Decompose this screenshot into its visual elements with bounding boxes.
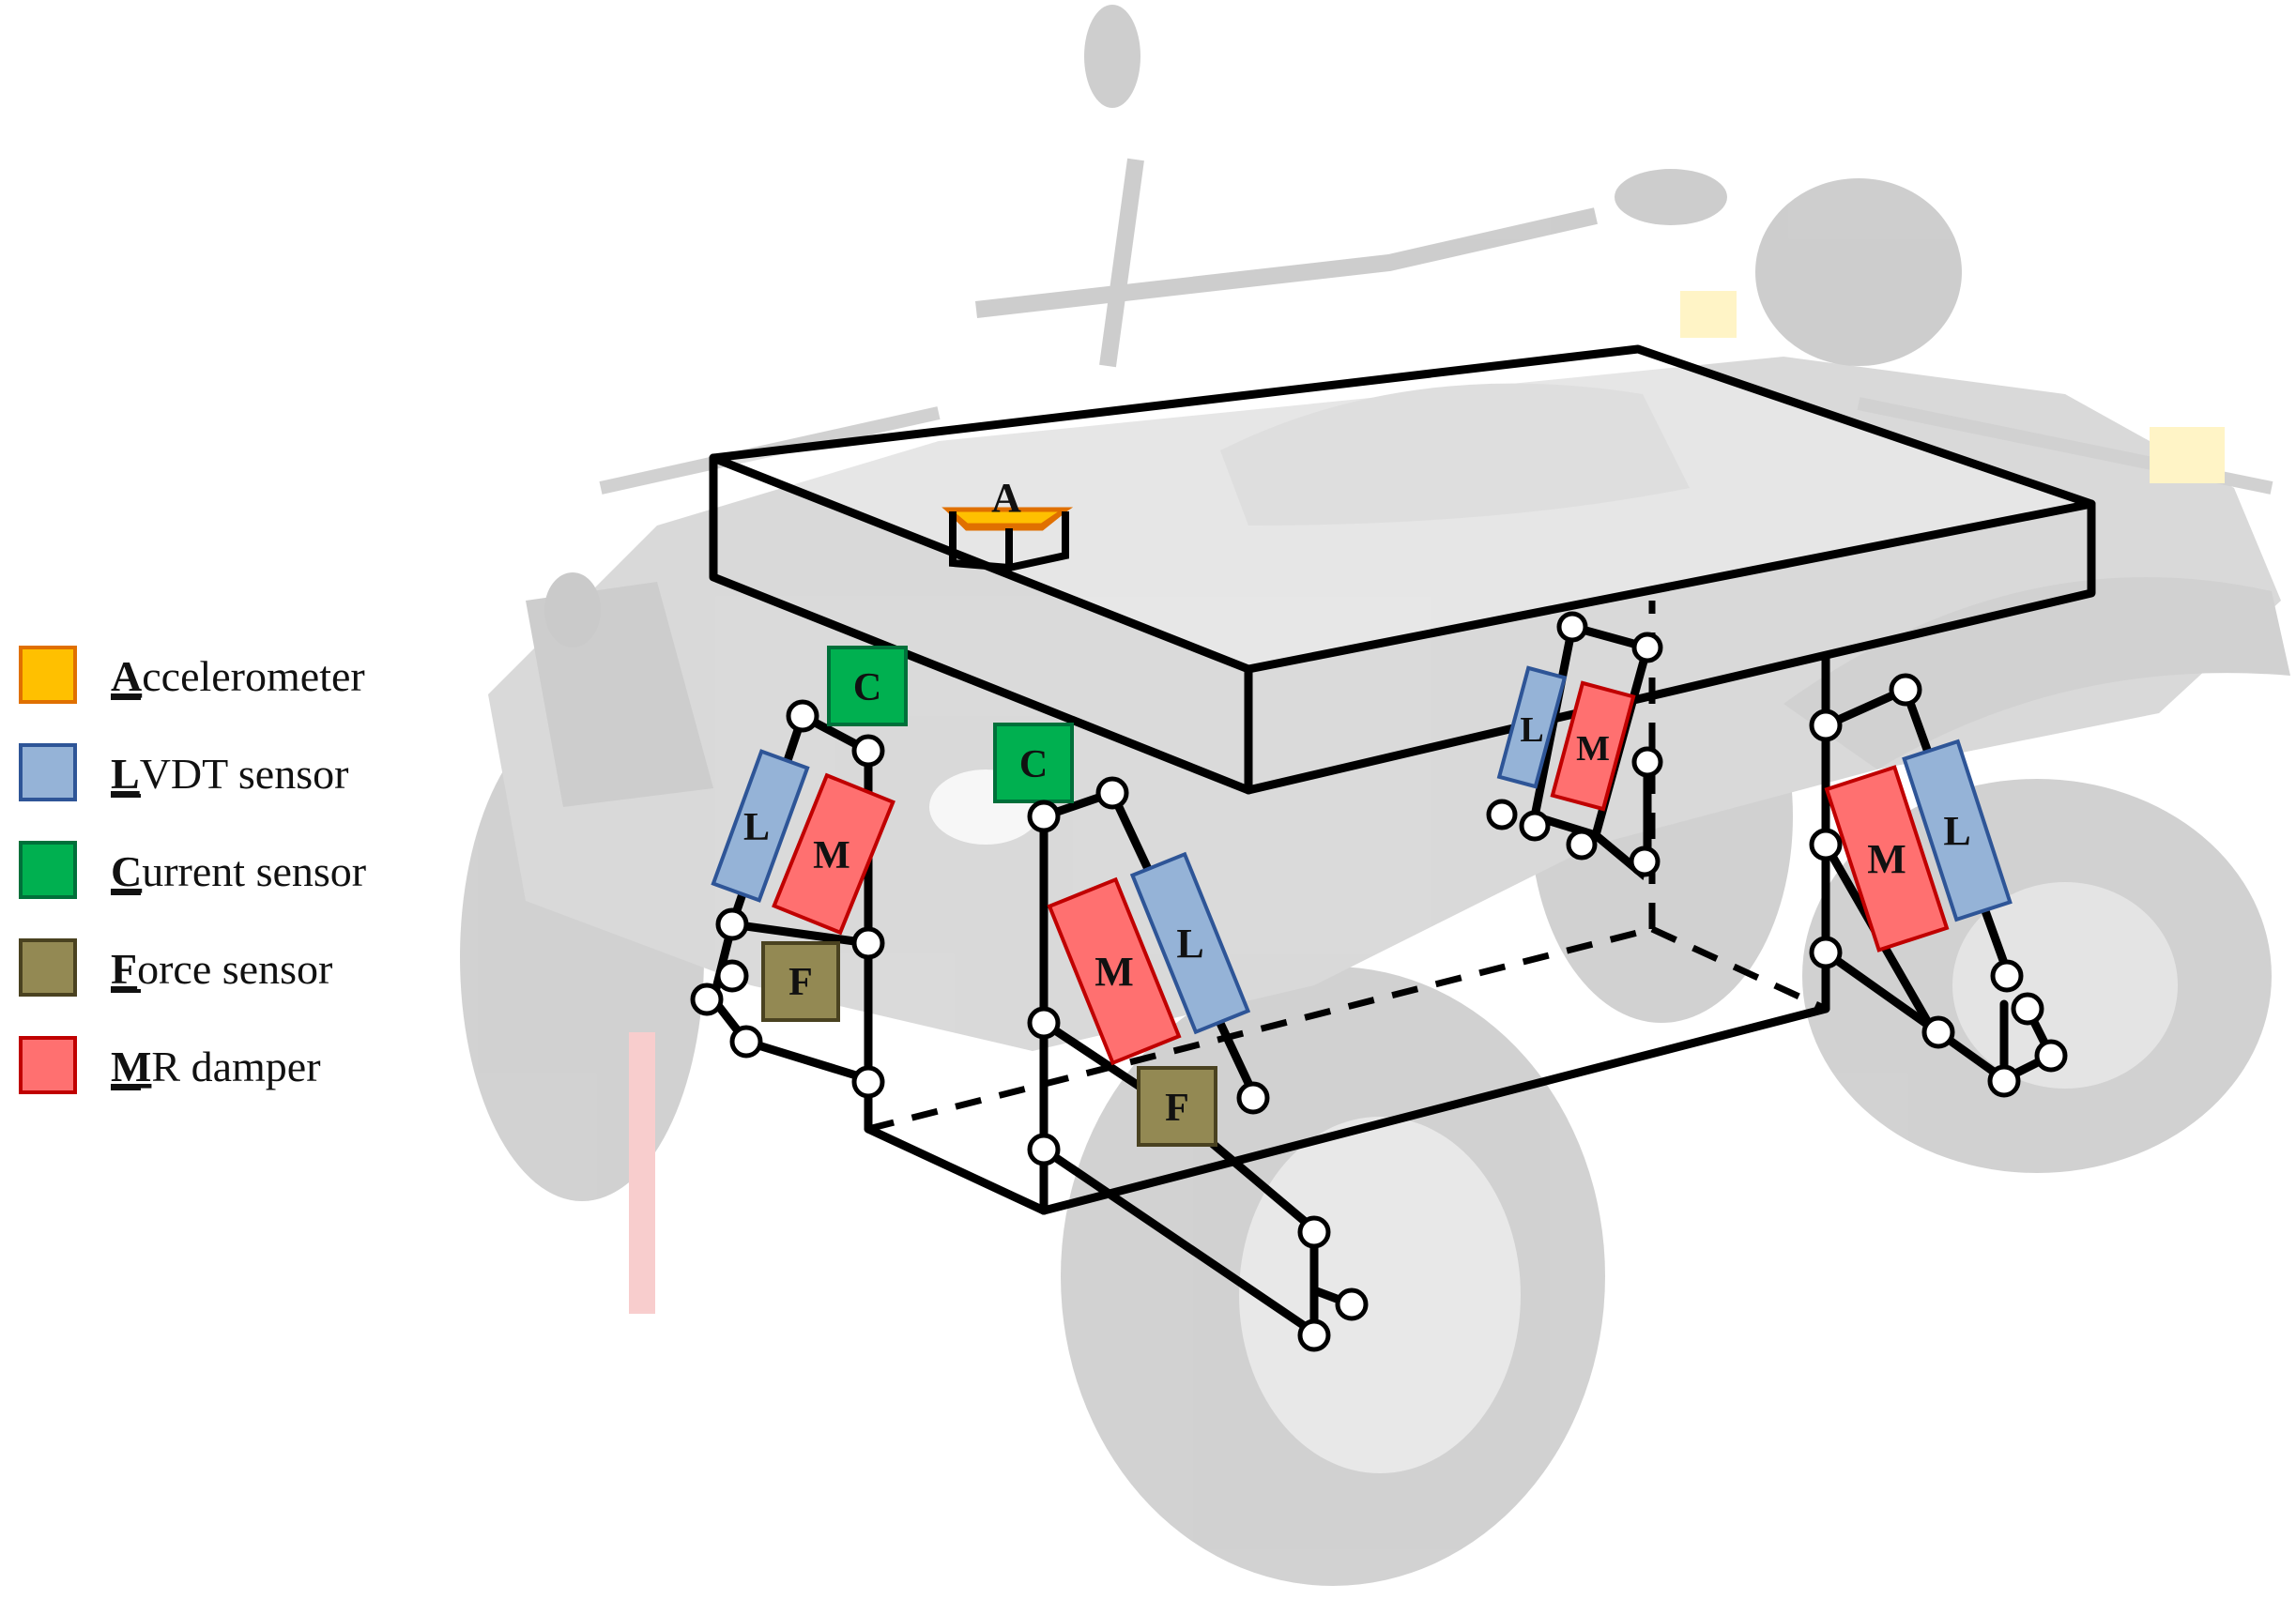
lvdt-sensor (1129, 851, 1251, 1035)
force-label: F (788, 961, 813, 1004)
accelerometer-label: A (991, 475, 1021, 521)
legend-item: MR damper (19, 1036, 321, 1094)
legend-label-rest: VDT sensor (140, 750, 349, 798)
legend-label: Force sensor (111, 945, 332, 993)
legend-key-letter: F (111, 945, 137, 993)
legend-label-rest: R damper (151, 1043, 320, 1090)
legend-key-letter: L (111, 750, 140, 798)
lvdt-label: L (1176, 921, 1203, 967)
legend-item: Accelerometer (19, 646, 365, 704)
mr-damper (772, 772, 895, 936)
legend-label-rest: orce sensor (137, 945, 332, 993)
legend-label: MR damper (111, 1043, 321, 1090)
lvdt-label: L (1520, 710, 1543, 750)
lvdt-label: L (743, 806, 770, 849)
lvdt-sensor (1902, 739, 2013, 922)
damper-label: M (1867, 836, 1906, 882)
legend-item: Current sensor (19, 841, 366, 899)
mr-damper-swatch (19, 1036, 77, 1094)
current-label: C (1019, 743, 1048, 786)
legend-label: Current sensor (111, 847, 366, 895)
legend-label: Accelerometer (111, 652, 365, 700)
current-sensor-swatch (19, 841, 77, 899)
mr-damper (1824, 765, 1950, 952)
sprung-mass-box (709, 344, 2096, 795)
lvdt-sensor (711, 749, 810, 903)
lvdt-sensor (1496, 665, 1568, 789)
legend-label: LVDT sensor (111, 750, 348, 798)
legend-key-letter: A (111, 652, 142, 700)
legend-item: Force sensor (19, 938, 332, 997)
accelerometer-swatch (19, 646, 77, 704)
force-sensor-swatch (19, 938, 77, 997)
lvdt-label: L (1943, 808, 1970, 854)
legend-label-rest: ccelerometer (142, 652, 364, 700)
damper-label: M (1094, 949, 1134, 995)
damper-label: M (813, 834, 850, 877)
accelerometer-module: A (941, 475, 1074, 572)
hidden-edge-rear (1650, 925, 1828, 1013)
current-sensor (827, 646, 908, 726)
force-sensor (761, 941, 840, 1022)
mr-damper (1047, 876, 1182, 1066)
damper-label: M (1576, 729, 1610, 769)
force-sensor (1137, 1066, 1217, 1147)
legend-key-letter: M (111, 1043, 151, 1090)
current-label: C (853, 666, 881, 709)
legend-label-rest: urrent sensor (142, 847, 366, 895)
lvdt-swatch (19, 743, 77, 801)
rear-left-suspension: L M (1486, 611, 1663, 880)
mr-damper (1550, 680, 1636, 812)
force-label: F (1165, 1087, 1189, 1130)
front-left-suspension: L M F C (690, 646, 908, 1099)
legend-key-letter: C (111, 847, 142, 895)
atv-background-image (460, 5, 2290, 1586)
current-sensor (993, 723, 1074, 803)
front-right-suspension: M L F C (993, 723, 1369, 1352)
legend-item: LVDT sensor (19, 743, 348, 801)
rear-right-suspension: M L (1809, 673, 2068, 1098)
